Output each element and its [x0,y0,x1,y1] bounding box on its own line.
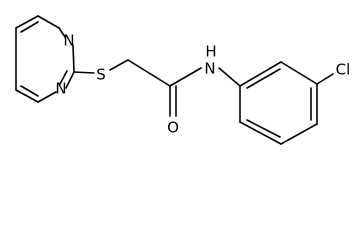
phenyl-inner-double-bond [246,119,281,138]
sulfur-label: S [96,66,106,84]
pyrimidine-nitrogen-bottom-label: N [55,80,66,98]
pyrimidine-bond [15,15,39,29]
c-s-bond [73,71,95,74]
c-cl-bond [316,73,334,85]
phenyl-inner-double-bond [246,68,281,89]
amide-nitrogen-label: N [204,60,215,78]
pyrimidine-bond [65,71,75,89]
phenyl-bond [280,123,318,145]
pyrimidine-inner-double-bond [20,21,39,33]
s-c-bond [109,59,129,71]
amide-hydrogen-label: H [205,43,216,61]
amide-c-n-bond [169,67,202,87]
chlorine-label: Cl [336,61,351,79]
thioacetamide-linker [73,59,241,117]
chlorophenyl-ring [239,61,334,145]
structure-diagram: N N S N H O Cl [15,15,351,145]
pyrimidine-bond [37,15,60,29]
pyrimidine-bond [58,27,66,38]
phenyl-bond [239,121,282,145]
pyrimidine-inner-double-bond [20,85,39,97]
amide-n-c-bond [218,67,241,87]
molecule-structure: N N S N H O Cl [15,15,351,145]
pyrimidine-bond [15,89,39,103]
pyrimidine-bond [37,91,57,103]
phenyl-bond [239,61,282,87]
pyrimidine-nitrogen-top-label: N [63,32,74,50]
oxygen-label: O [167,119,179,137]
c-c-bond [127,59,171,87]
pyrimidine-ring [15,15,75,103]
phenyl-bond [280,61,318,85]
pyrimidine-inner-double-bond [59,70,68,85]
pyrimidine-bond [72,44,75,73]
